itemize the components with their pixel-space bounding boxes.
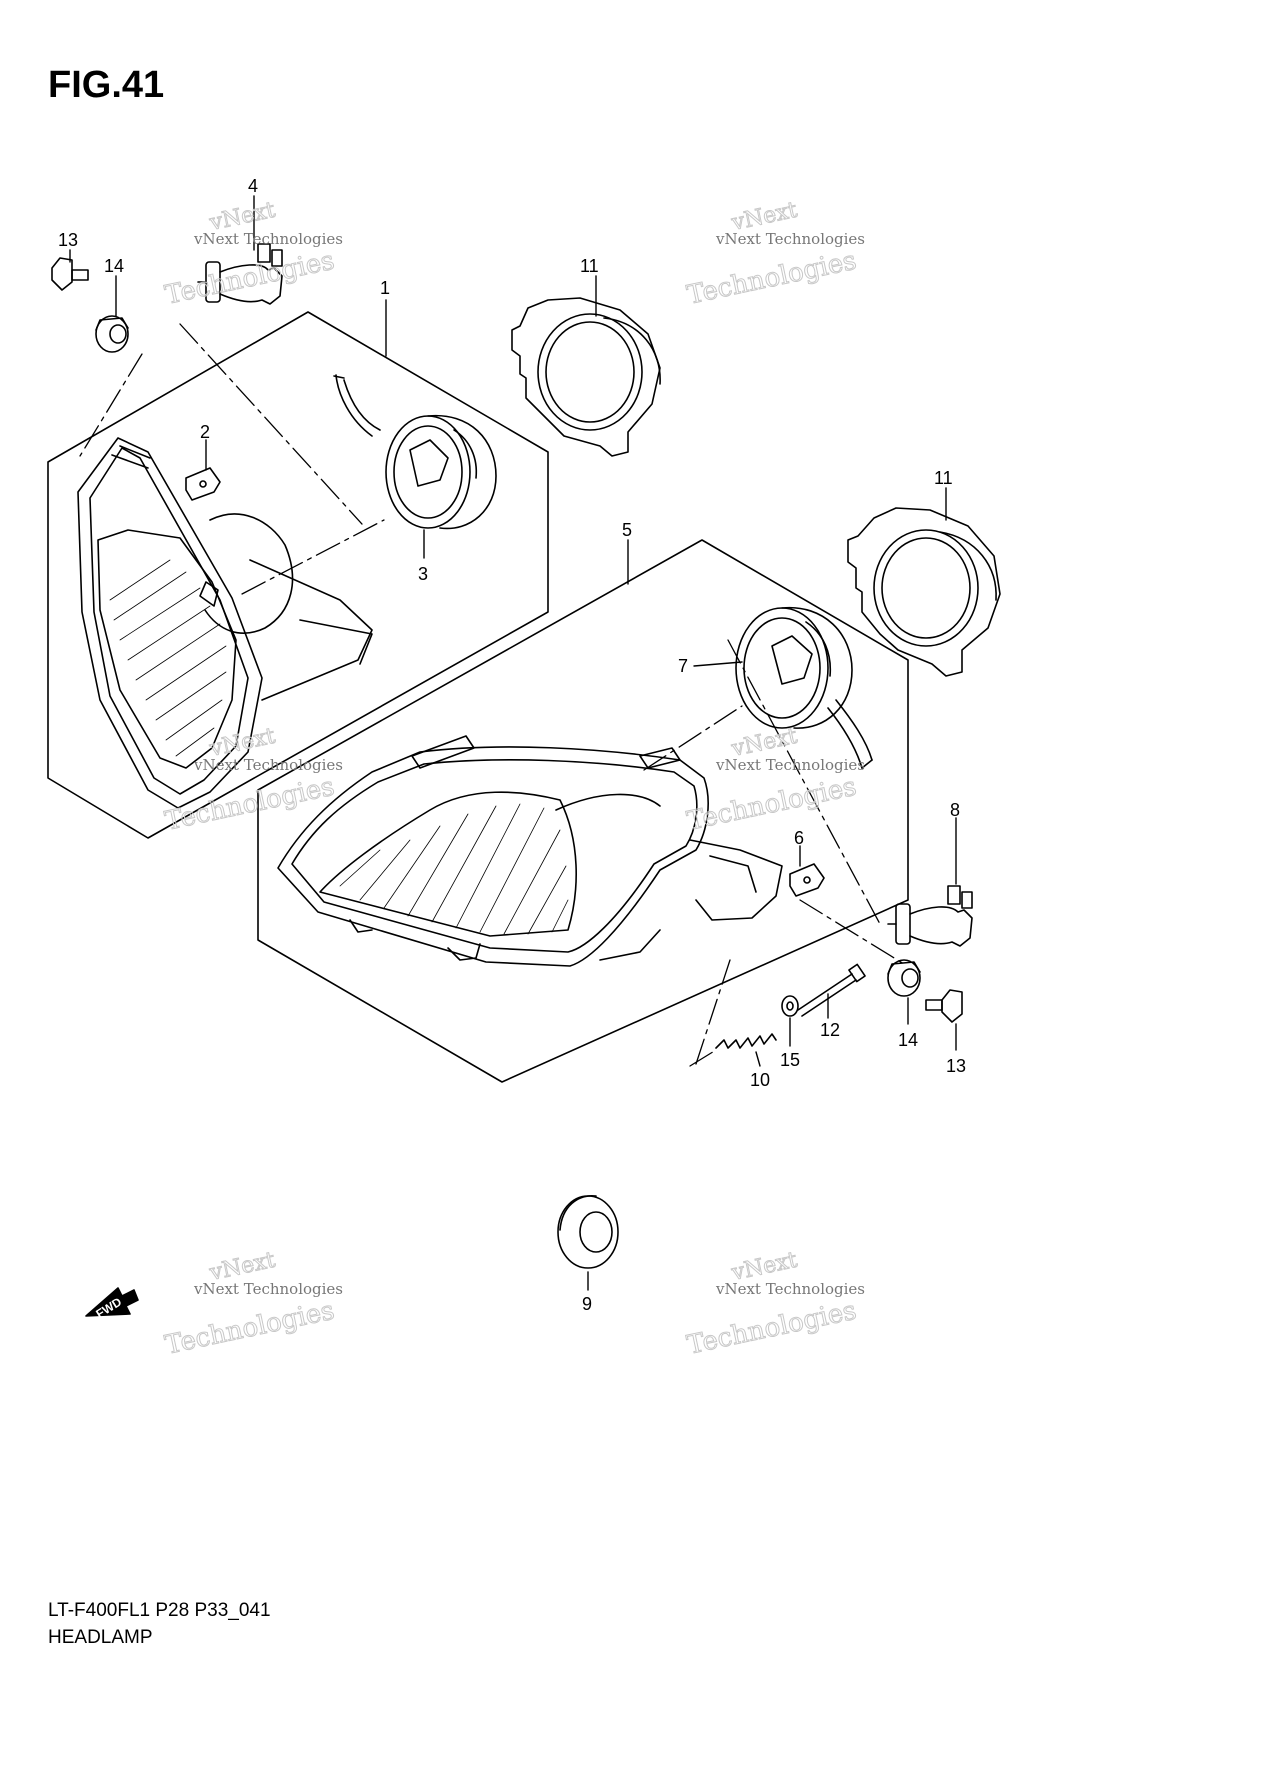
assembly-5-outline [257, 539, 909, 1083]
svg-text:Technologies: Technologies [684, 1296, 859, 1361]
svg-text:Technologies: Technologies [684, 772, 859, 837]
svg-text:Technologies: Technologies [684, 246, 859, 311]
callout-13-upper: 13 [58, 230, 78, 250]
callout-10: 10 [750, 1070, 770, 1090]
callout-8: 8 [950, 800, 960, 820]
callout-14-upper: 14 [104, 256, 124, 276]
callout-5: 5 [622, 520, 632, 540]
model-code: LT-F400FL1 P28 P33_041 [48, 1600, 271, 1621]
callout-14-lower: 14 [898, 1030, 918, 1050]
clip-2 [185, 467, 221, 501]
watermark-top-left: vNext Technologies vNext Technologies [162, 197, 343, 311]
watermark-bottom-right: vNext Technologies vNext Technologies [684, 1247, 865, 1361]
leader-lines [69, 195, 957, 1291]
screw-13-lower [925, 989, 963, 1023]
grommet-14-upper [95, 315, 129, 353]
svg-text:vNext Technologies: vNext Technologies [193, 1280, 343, 1298]
headlamp-housing-1 [77, 437, 373, 809]
bulb-4 [197, 243, 283, 305]
socket-3 [333, 374, 497, 530]
adjust-screw-12 [797, 963, 866, 1017]
washer-15 [781, 995, 799, 1017]
callout-1: 1 [380, 278, 390, 298]
bulb-8 [887, 885, 973, 947]
callouts: 1 2 3 4 5 6 7 8 9 10 11 11 12 13 13 14 1… [58, 176, 966, 1314]
fwd-arrow [85, 1287, 139, 1317]
screw-13-upper [51, 257, 89, 291]
svg-text:vNext Technologies: vNext Technologies [193, 756, 343, 774]
grommet-9 [557, 1195, 619, 1269]
svg-text:vNext Technologies: vNext Technologies [193, 230, 343, 248]
part-name: HEADLAMP [48, 1627, 153, 1648]
callout-12: 12 [820, 1020, 840, 1040]
callout-11-upper: 11 [580, 256, 599, 276]
retainer-ring-11-upper [511, 297, 661, 457]
socket-7 [735, 606, 873, 769]
callout-9: 9 [582, 1294, 592, 1314]
clip-6 [789, 863, 825, 897]
svg-text:vNext Technologies: vNext Technologies [715, 1280, 865, 1298]
assembly-1-outline [47, 311, 549, 839]
headlamp-housing-5 [277, 735, 783, 967]
callout-7: 7 [678, 656, 688, 676]
callout-3: 3 [418, 564, 428, 584]
callout-11-lower: 11 [934, 468, 953, 488]
retainer-ring-11-lower [847, 507, 1001, 677]
svg-text:vNext Technologies: vNext Technologies [715, 230, 865, 248]
svg-text:Technologies: Technologies [162, 772, 337, 837]
grommet-14-lower [887, 959, 921, 997]
callout-4: 4 [248, 176, 258, 196]
figure-title: FIG.41 [48, 64, 165, 106]
callout-2: 2 [200, 422, 210, 442]
alignment-lines [79, 323, 905, 1067]
watermark-bottom-left: vNext Technologies vNext Technologies [162, 1247, 343, 1361]
callout-15: 15 [780, 1050, 800, 1070]
callout-13-lower: 13 [946, 1056, 966, 1076]
watermark-mid-left: vNext Technologies vNext Technologies [162, 723, 343, 837]
watermark-top-right: vNext Technologies vNext Technologies [684, 197, 865, 311]
svg-text:vNext Technologies: vNext Technologies [715, 756, 865, 774]
spring-10 [715, 1033, 777, 1049]
svg-text:Technologies: Technologies [162, 1296, 337, 1361]
watermark-mid-right: vNext Technologies vNext Technologies [684, 723, 865, 837]
callout-6: 6 [794, 828, 804, 848]
